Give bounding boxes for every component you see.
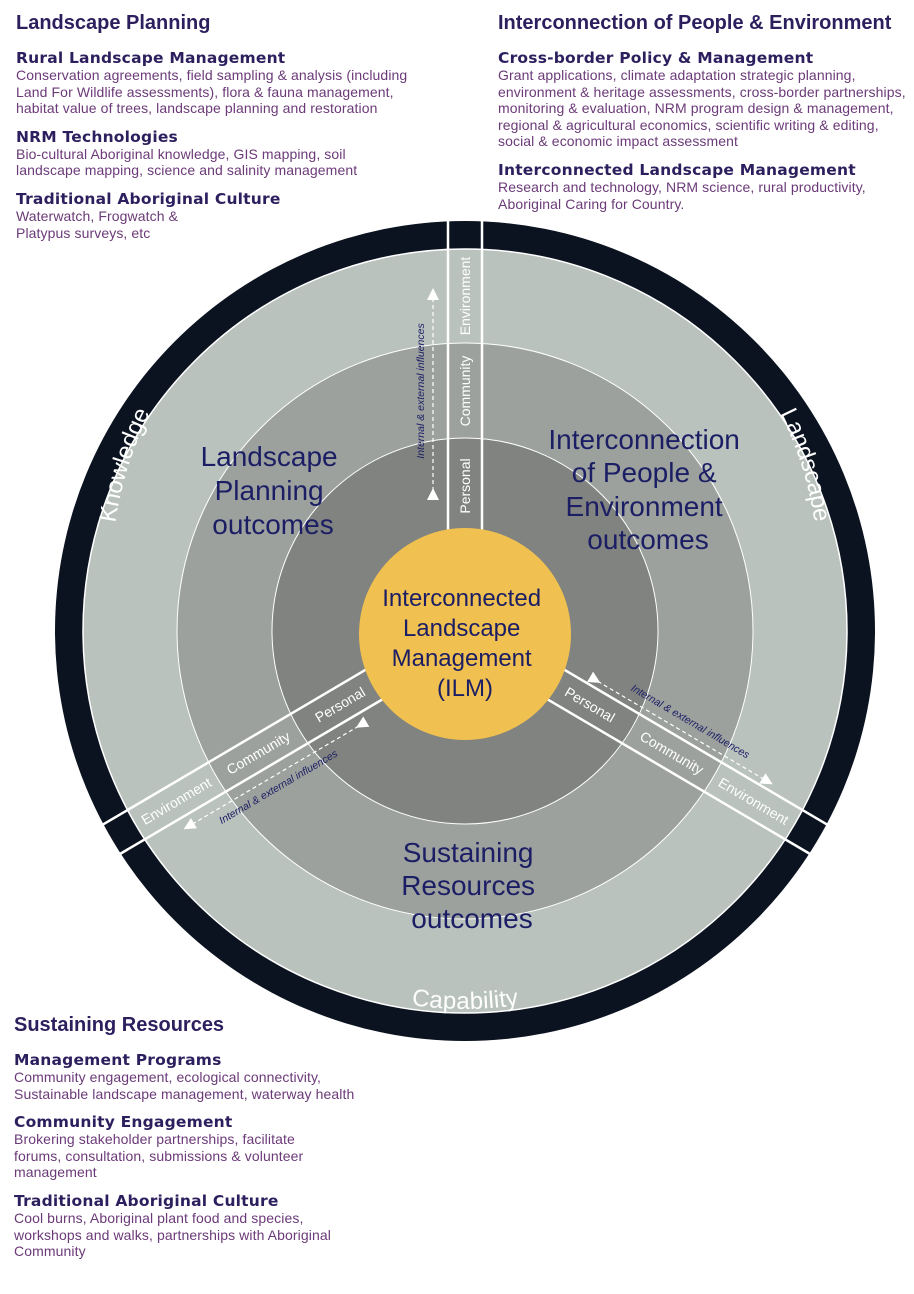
ilm-center-label: Interconnected Landscape Management (ILM…	[382, 585, 547, 702]
section-text: Conservation agreements, field sampling …	[16, 67, 408, 117]
section-text: Cool burns, Aboriginal plant food and sp…	[14, 1209, 331, 1260]
interconnection-panel: Interconnection of People & Environment …	[498, 12, 908, 223]
sustaining-resources-panel: Sustaining Resources Management Programs…	[14, 1014, 394, 1271]
panel-section: Rural Landscape Management Conservation …	[16, 49, 416, 117]
outcome-line: Resources	[401, 870, 535, 901]
influence-arrow	[587, 671, 773, 785]
section-heading: Cross-border Policy & Management	[498, 49, 814, 67]
panel-title: Landscape Planning	[16, 12, 211, 34]
interconnection-outcomes: Interconnection of People & Environment …	[548, 424, 747, 555]
outcome-line: Environment	[566, 491, 723, 522]
landscape-planning-outcomes: Landscape Planning outcomes	[201, 441, 346, 540]
outcome-line: Sustaining	[403, 837, 534, 868]
outcome-line: outcomes	[411, 903, 532, 934]
center-line: Landscape	[403, 615, 520, 642]
section-heading: Traditional Aboriginal Culture	[16, 189, 281, 208]
panel-section: NRM Technologies Bio-cultural Aboriginal…	[16, 128, 416, 179]
section-text: Brokering stakeholder partnerships, faci…	[14, 1131, 304, 1181]
outcome-line: outcomes	[212, 509, 333, 540]
section-heading: Rural Landscape Management	[16, 49, 286, 67]
panel-section: Cross-border Policy & Management Grant a…	[498, 49, 908, 150]
center-line: Interconnected	[382, 585, 541, 612]
section-heading: Traditional Aboriginal Culture	[14, 1191, 279, 1210]
influence-label: Internal & external influences	[415, 323, 427, 459]
panel-section: Management Programs Community engagement…	[14, 1051, 394, 1102]
level-label-community: Community	[457, 356, 473, 427]
panel-section: Interconnected Landscape Management Rese…	[498, 161, 908, 212]
section-text: Bio-cultural Aboriginal knowledge, GIS m…	[16, 145, 358, 179]
capability-ring-label: Capability	[411, 984, 520, 1015]
panel-section: Community Engagement Brokering stakehold…	[14, 1113, 394, 1181]
panel-section: Traditional Aboriginal Culture Cool burn…	[14, 1192, 394, 1260]
sustaining-resources-outcomes: Sustaining Resources outcomes	[401, 837, 543, 934]
panel-title: Interconnection of People & Environment	[498, 12, 892, 34]
outcome-line: of People &	[572, 457, 717, 488]
outcome-line: Landscape	[201, 441, 338, 472]
outcome-line: Interconnection	[548, 424, 739, 455]
section-heading: Interconnected Landscape Management	[498, 160, 856, 179]
center-line: (ILM)	[437, 675, 493, 702]
center-line: Management	[392, 645, 532, 672]
section-text: Grant applications, climate adaptation s…	[498, 67, 906, 150]
landscape-planning-panel: Landscape Planning Rural Landscape Manag…	[16, 12, 416, 252]
outcome-line: outcomes	[587, 524, 708, 555]
influence-arrow	[183, 716, 370, 830]
panel-title: Sustaining Resources	[14, 1014, 225, 1036]
section-heading: Management Programs	[14, 1051, 222, 1069]
section-heading: Community Engagement	[14, 1113, 233, 1132]
level-label-personal: Personal	[457, 458, 473, 513]
section-text: Community engagement, ecological connect…	[14, 1069, 355, 1102]
ilm-center	[359, 528, 571, 740]
panel-section: Traditional Aboriginal Culture Waterwatc…	[16, 190, 416, 241]
section-text: Research and technology, NRM science, ru…	[498, 178, 866, 212]
section-text: Waterwatch, Frogwatch & Platypus surveys…	[16, 207, 179, 241]
outcome-line: Planning	[215, 475, 324, 506]
level-label-environment: Environment	[457, 257, 473, 336]
section-heading: NRM Technologies	[16, 127, 178, 146]
